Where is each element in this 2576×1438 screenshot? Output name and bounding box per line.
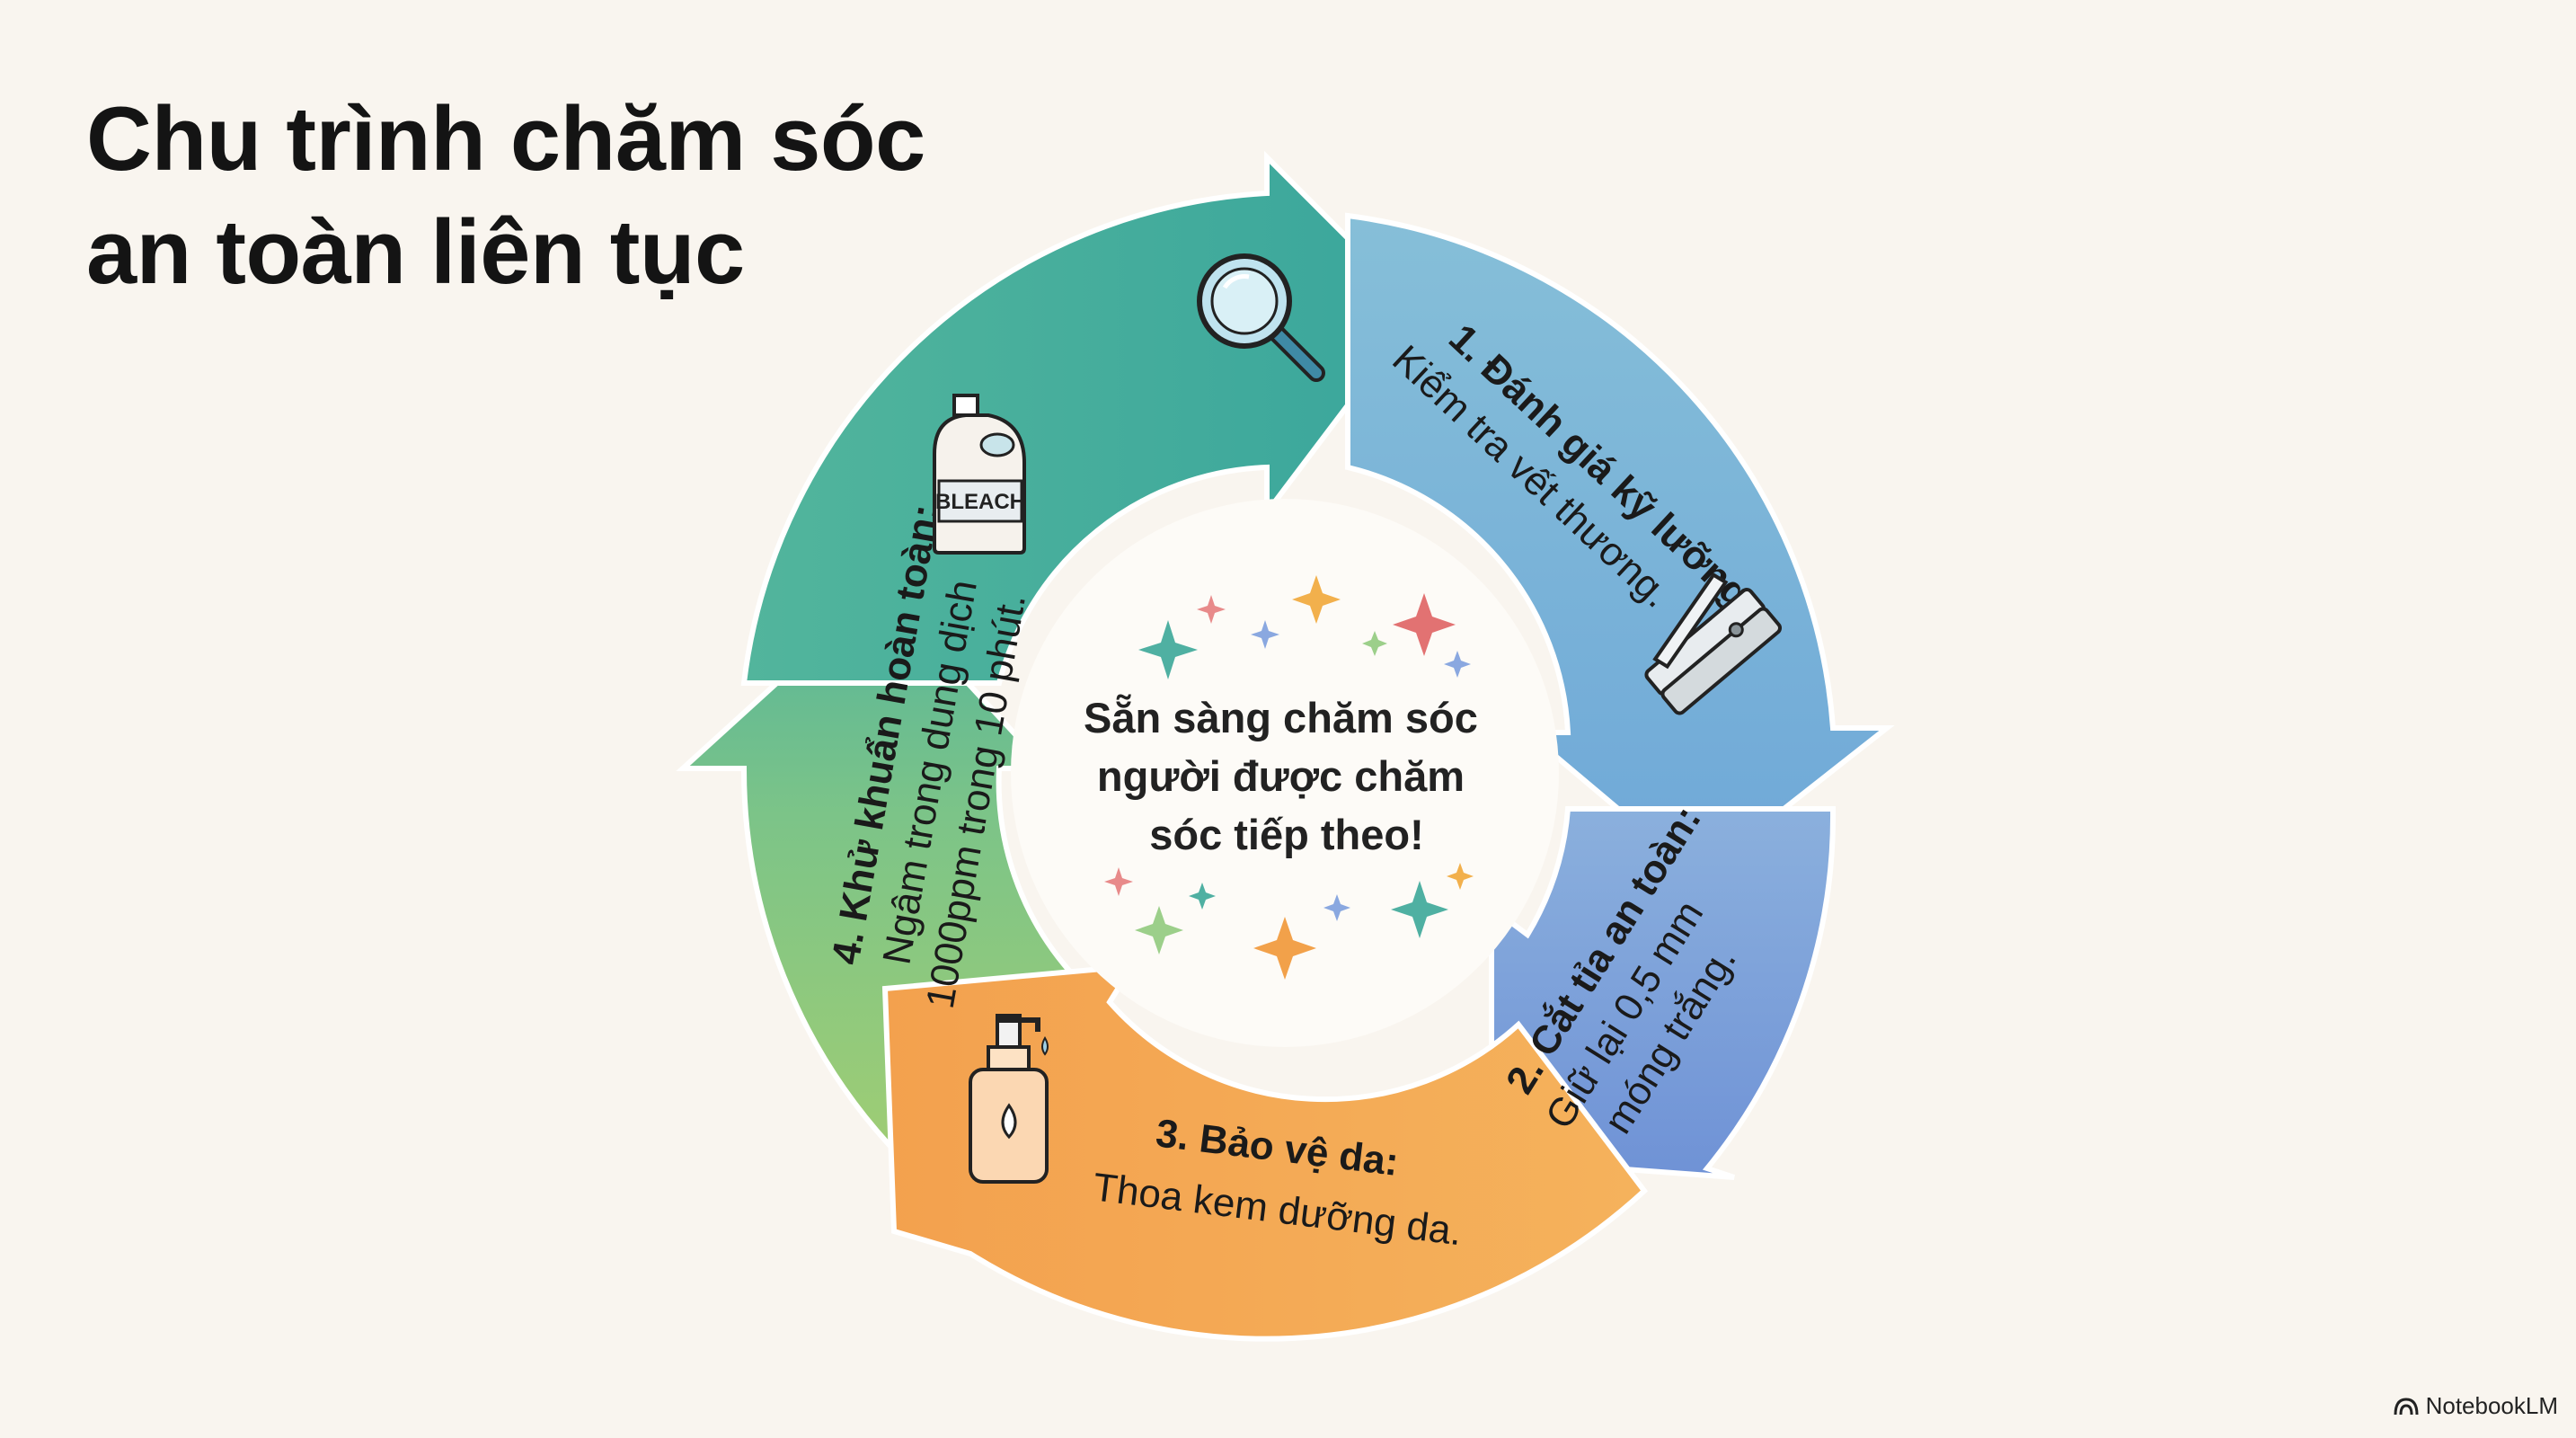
lotion-pump-icon (969, 1014, 1049, 1184)
center-message: Sẵn sàng chăm sóc người được chăm sóc ti… (1084, 694, 1490, 858)
magnifier-icon (1197, 253, 1325, 382)
brand-name: NotebookLM (2425, 1392, 2558, 1419)
center-line-1: Sẵn sàng chăm sóc (1084, 694, 1478, 741)
notebooklm-logo-icon (2394, 1397, 2419, 1415)
bleach-label: BLEACH (935, 490, 1025, 514)
page-title: Chu trình chăm sóc an toàn liên tục (86, 83, 925, 309)
segment-1-assess (1345, 212, 1895, 880)
center-line-3: sóc tiếp theo! (1149, 811, 1424, 858)
brand-watermark: NotebookLM (2394, 1392, 2558, 1420)
page-title-line-1: Chu trình chăm sóc (86, 89, 925, 190)
bleach-bottle-icon: BLEACH (933, 394, 1026, 555)
sparkles-decoration (1104, 575, 1474, 980)
segment-2-trim (1489, 806, 1837, 1180)
center-line-2: người được chăm (1097, 752, 1465, 800)
segment-3-protect (881, 963, 1649, 1342)
page-title-line-2: an toàn liên tục (86, 202, 745, 303)
nail-clipper-icon (1644, 572, 1783, 715)
